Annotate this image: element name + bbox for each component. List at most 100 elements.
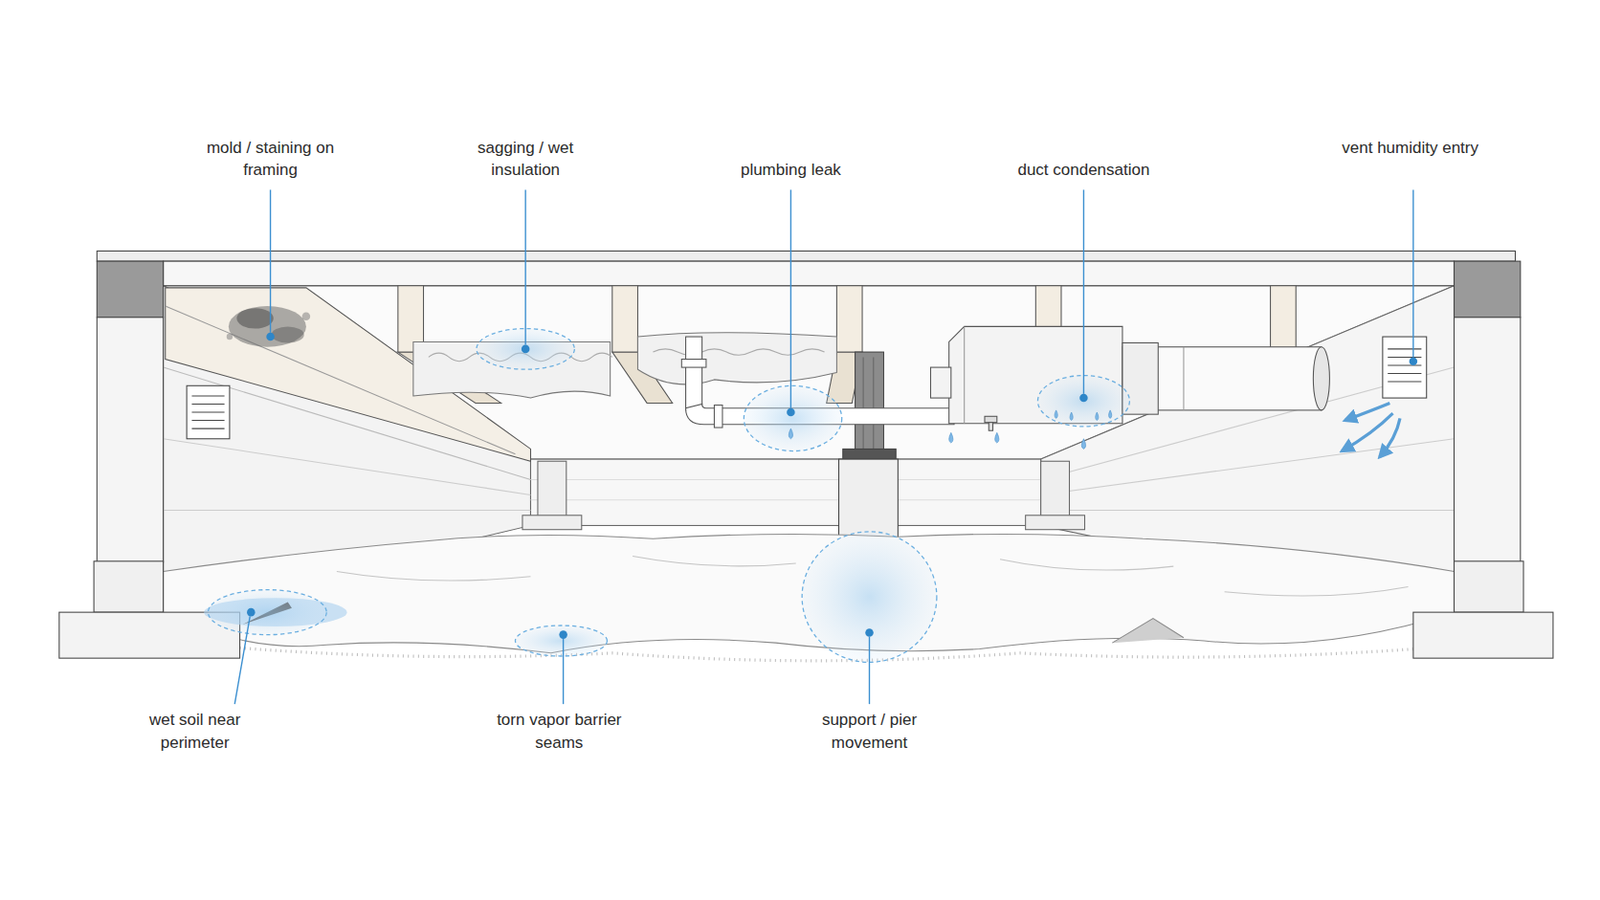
- mold-stain: [302, 311, 312, 321]
- vents: [1387, 380, 1422, 382]
- vents: [191, 411, 224, 413]
- label-anchor: wet soil near perimeter: [123, 709, 267, 755]
- label-anchor: duct condensation: [1017, 158, 1150, 182]
- joists: [836, 286, 863, 353]
- moisture-highlights: [743, 385, 842, 451]
- insulation: [652, 349, 824, 356]
- foundation-walls: [96, 317, 163, 563]
- vents: [191, 428, 224, 430]
- vents: [1387, 348, 1422, 350]
- humidity-arrows: [1341, 413, 1393, 451]
- water-drips: [1054, 410, 1058, 420]
- leader-dots: [558, 630, 568, 640]
- water-drips: [1109, 410, 1112, 420]
- joists: [1270, 286, 1297, 353]
- crawlspace-interior: [530, 459, 1041, 526]
- callout-label: support / pier movement: [798, 709, 941, 755]
- leader-dots: [786, 408, 796, 418]
- leader-lines: [1083, 189, 1085, 394]
- label-anchor: plumbing leak: [740, 158, 842, 182]
- foundation-walls: [1454, 561, 1525, 613]
- crawlspace-interior: [530, 479, 1041, 481]
- callout-label: wet soil near perimeter: [123, 709, 267, 755]
- label-anchor: sagging / wet insulation: [454, 136, 598, 182]
- vapor-barrier: [203, 644, 1429, 662]
- crawlspace-interior: [1041, 439, 1455, 496]
- leader-dots: [865, 628, 874, 638]
- water-drips: [1081, 439, 1086, 450]
- foundation-walls: [1454, 261, 1521, 318]
- plumbing-pipe: [681, 359, 707, 369]
- duct: [988, 422, 993, 432]
- humidity-arrows: [1379, 418, 1400, 458]
- leader-lines: [524, 189, 526, 345]
- vents: [1387, 364, 1422, 366]
- water-drips: [1095, 412, 1099, 422]
- leader-lines: [562, 639, 564, 705]
- insulation: [637, 333, 837, 385]
- water-drips: [788, 428, 793, 440]
- foundation-walls: [96, 261, 163, 318]
- callout-label: vent humidity entry: [1338, 136, 1482, 160]
- back-piers: [1041, 461, 1070, 519]
- deck-and-rim: [96, 250, 1515, 286]
- duct: [1312, 347, 1330, 411]
- water-drips: [1069, 412, 1073, 422]
- vents: [191, 420, 224, 422]
- callout-label: mold / staining on framing: [199, 136, 342, 182]
- water-drips: [995, 432, 1000, 444]
- plumbing-pipe: [713, 405, 723, 428]
- crawlspace-interior: [1041, 510, 1455, 512]
- foundation-walls: [93, 561, 164, 613]
- vents: [191, 395, 224, 397]
- callout-label: torn vapor barrier seams: [474, 709, 644, 755]
- leader-dots: [1409, 356, 1419, 366]
- back-piers: [522, 461, 1086, 530]
- leader-lines: [1412, 189, 1414, 357]
- leader-lines: [234, 616, 250, 705]
- label-anchor: support / pier movement: [798, 709, 941, 755]
- crawlspace-interior: [530, 499, 1041, 501]
- duct: [984, 416, 998, 423]
- back-piers: [537, 461, 567, 519]
- label-anchor: torn vapor barrier seams: [474, 709, 644, 755]
- leader-lines: [234, 189, 1414, 705]
- callout-label: duct condensation: [1017, 158, 1150, 182]
- vents: [191, 403, 224, 405]
- duct: [1182, 347, 1184, 411]
- foundation-walls: [1413, 612, 1554, 659]
- vapor-barrier: [1111, 619, 1184, 645]
- joists: [612, 286, 639, 353]
- deck-and-rim: [96, 250, 1515, 262]
- leader-dots: [521, 345, 531, 355]
- leader-lines: [269, 189, 271, 333]
- label-anchor: vent humidity entry: [1338, 136, 1482, 160]
- vents: [1387, 356, 1422, 358]
- label-anchor: mold / staining on framing: [199, 136, 342, 182]
- pier-and-post: [863, 356, 865, 449]
- mold-stain: [271, 326, 305, 343]
- moisture-highlights: [514, 625, 607, 657]
- vents: [186, 385, 230, 439]
- moisture-highlights: [208, 590, 328, 636]
- crawlspace-interior: [163, 510, 532, 512]
- deck-and-rim: [163, 261, 1455, 287]
- leader-dots: [246, 333, 1418, 640]
- pier-and-post: [872, 356, 874, 449]
- mold-stain: [226, 333, 233, 340]
- water-drips: [788, 410, 1112, 450]
- leader-dots: [266, 333, 275, 342]
- mold-stain: [228, 306, 307, 348]
- foundation-walls: [1454, 317, 1521, 563]
- callout-label: sagging / wet insulation: [454, 136, 598, 182]
- humidity-arrows: [1341, 402, 1400, 458]
- moisture-highlights: [208, 329, 1131, 664]
- back-piers: [522, 515, 582, 531]
- duct: [963, 326, 965, 423]
- leader-lines: [790, 189, 792, 408]
- back-piers: [1025, 515, 1086, 531]
- leader-dots: [246, 608, 256, 618]
